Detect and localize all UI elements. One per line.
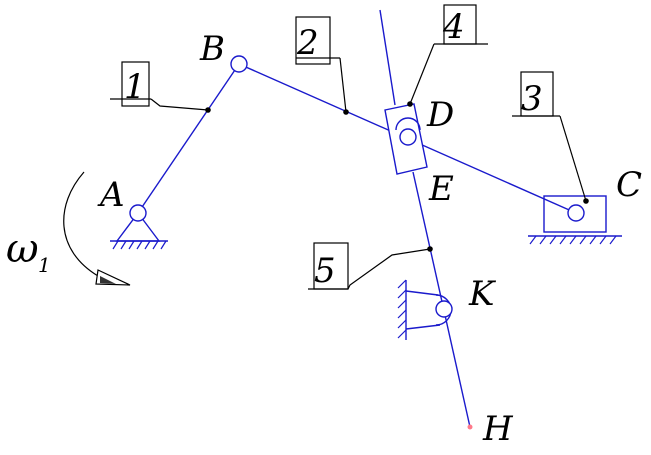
label-B: B bbox=[199, 29, 225, 69]
slider-C-with-ground bbox=[528, 195, 622, 245]
callout-2 bbox=[295, 16, 349, 115]
link-number-4: 4 bbox=[442, 7, 465, 47]
label-C: C bbox=[616, 165, 642, 205]
callout-3 bbox=[512, 71, 589, 204]
joint-C bbox=[567, 204, 585, 222]
label-A: A bbox=[97, 175, 125, 215]
rocker-5 bbox=[412, 171, 471, 428]
joint-A bbox=[129, 204, 147, 222]
link-number-2: 2 bbox=[296, 23, 319, 63]
endpoint-H-marker bbox=[467, 424, 473, 430]
ground-support-K bbox=[397, 279, 453, 340]
omega-arrow bbox=[63, 171, 131, 286]
label-K: K bbox=[468, 274, 497, 314]
callout-1 bbox=[110, 61, 211, 113]
joint-B bbox=[230, 55, 248, 73]
guide-line-top bbox=[379, 9, 396, 106]
omega-subscript: 1 bbox=[38, 253, 51, 277]
ground-support-A bbox=[110, 211, 168, 250]
label-D: D bbox=[426, 95, 454, 135]
omega-symbol: ω bbox=[6, 226, 39, 272]
link-1-crank bbox=[137, 63, 240, 214]
slider-block-D bbox=[384, 103, 428, 175]
callout-5 bbox=[308, 242, 433, 290]
label-E: E bbox=[428, 169, 454, 209]
link-number-5: 5 bbox=[314, 251, 336, 291]
label-H: H bbox=[482, 409, 514, 449]
link-number-1: 1 bbox=[124, 67, 146, 107]
callout-4 bbox=[407, 4, 488, 107]
link-number-3: 3 bbox=[521, 79, 543, 119]
